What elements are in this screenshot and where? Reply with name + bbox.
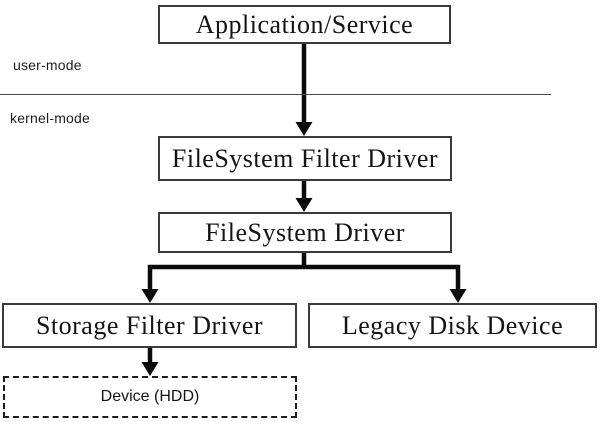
node-storage-filter-driver: Storage Filter Driver xyxy=(2,303,297,348)
node-application-service: Application/Service xyxy=(158,5,451,44)
node-legacy-disk-device: Legacy Disk Device xyxy=(308,303,597,348)
node-legacy-disk-device-label: Legacy Disk Device xyxy=(341,310,564,340)
node-filesystem-filter-driver-label: FileSystem Filter Driver xyxy=(171,143,439,173)
arrow-storage-to-device xyxy=(141,348,159,376)
node-device-hdd: Device (HDD) xyxy=(3,376,297,418)
node-filesystem-driver-label: FileSystem Driver xyxy=(205,217,405,247)
node-filesystem-driver: FileSystem Driver xyxy=(158,212,452,253)
arrow-fs-driver-branch xyxy=(141,253,467,303)
node-filesystem-filter-driver: FileSystem Filter Driver xyxy=(158,136,452,181)
node-device-hdd-label: Device (HDD) xyxy=(100,388,200,405)
arrow-app-to-fs-filter xyxy=(295,44,313,136)
arrow-fs-filter-to-fs-driver xyxy=(295,181,313,212)
user-mode-label: user-mode xyxy=(13,57,82,73)
user-kernel-divider-line xyxy=(0,94,551,95)
node-storage-filter-driver-label: Storage Filter Driver xyxy=(35,310,264,340)
kernel-mode-label: kernel-mode xyxy=(10,110,91,126)
node-application-service-label: Application/Service xyxy=(195,9,414,39)
